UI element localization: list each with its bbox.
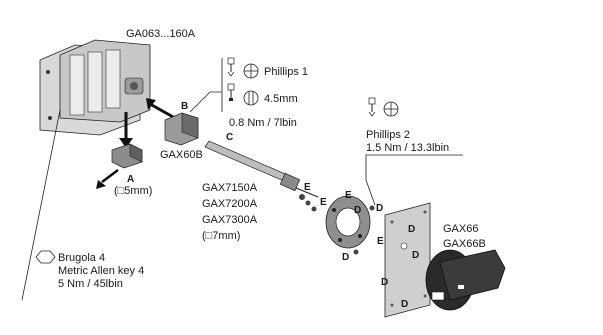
phillips-screwdriver-icon bbox=[227, 57, 235, 77]
letter-e-4: E bbox=[377, 236, 384, 247]
phillips-2-screwdriver-icon bbox=[368, 97, 376, 117]
slot-screwdriver-icon bbox=[227, 83, 235, 101]
handle-key-size: (□5mm) bbox=[114, 185, 152, 197]
letter-d-2: D bbox=[376, 203, 383, 214]
allen-title: Brugola 4 bbox=[58, 252, 105, 264]
torque-2-label: 1.5 Nm / 13.3lbin bbox=[366, 142, 449, 154]
mount-arrow-down bbox=[119, 112, 133, 148]
allen-torque-label: 5 Nm / 45lbin bbox=[58, 278, 123, 290]
phillips-2-leader bbox=[365, 154, 463, 206]
panel-door bbox=[384, 202, 431, 318]
letter-a: A bbox=[127, 174, 134, 185]
part-a-key bbox=[96, 143, 143, 189]
phillips-1-label: Phillips 1 bbox=[264, 66, 308, 78]
phillips-2-label: Phillips 2 bbox=[366, 129, 410, 141]
adapter-arrow bbox=[146, 98, 176, 120]
part-b-adapter bbox=[164, 112, 199, 146]
shaft-screws bbox=[299, 194, 317, 212]
switch-model-label: GA063...160A bbox=[126, 28, 196, 40]
letter-d-ring-2: D bbox=[342, 252, 349, 263]
shaft-key-size: (□7mm) bbox=[202, 230, 240, 242]
b-leader bbox=[189, 91, 222, 113]
letter-d-6: D bbox=[401, 299, 408, 310]
allen-leader bbox=[21, 109, 61, 301]
letter-b: B bbox=[181, 101, 188, 112]
shaft-model-2: GAX7200A bbox=[202, 198, 258, 210]
adapter-model: GAX60B bbox=[160, 149, 203, 161]
allen-key-label: Metric Allen key 4 bbox=[58, 265, 144, 277]
shaft-model-3: GAX7300A bbox=[202, 214, 258, 226]
switch-body bbox=[39, 39, 151, 136]
mounting-ring bbox=[325, 195, 371, 249]
letter-d-3: D bbox=[408, 224, 415, 235]
handle-model-1: GAX66 bbox=[443, 223, 478, 235]
letter-d-5: D bbox=[381, 277, 388, 288]
rotary-handle bbox=[425, 249, 506, 311]
letter-e-3: E bbox=[345, 190, 352, 201]
slot-size-label: 4.5mm bbox=[264, 93, 298, 105]
letter-d-4: D bbox=[412, 250, 419, 261]
slot-head-icon bbox=[243, 90, 259, 106]
phillips-2-head-icon bbox=[383, 101, 399, 117]
hexagon-icon bbox=[35, 250, 56, 264]
handle-model-2: GAX66B bbox=[443, 238, 486, 250]
letter-c: C bbox=[226, 132, 233, 143]
torque-1-label: 0.8 Nm / 7lbin bbox=[229, 117, 297, 129]
ring-screws bbox=[353, 205, 375, 255]
letter-d-ring: D bbox=[354, 205, 361, 216]
part-c-shaft bbox=[204, 140, 319, 198]
phillips-head-icon bbox=[243, 63, 259, 79]
shaft-model-1: GAX7150A bbox=[202, 182, 258, 194]
letter-e-2: E bbox=[320, 197, 327, 208]
letter-e-1: E bbox=[304, 182, 311, 193]
